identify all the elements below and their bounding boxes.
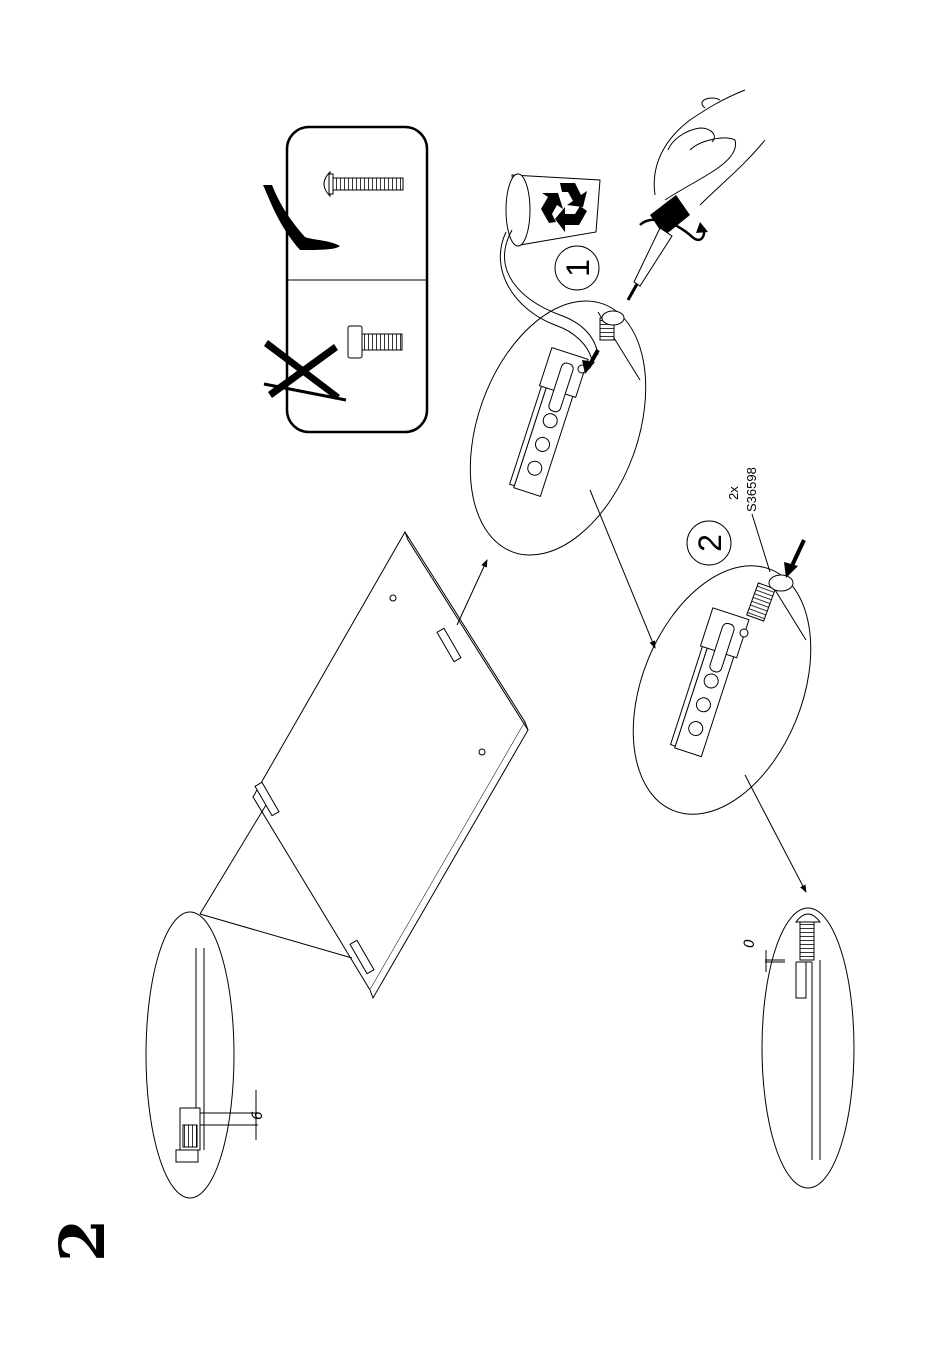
step-one-badge: 1 bbox=[555, 246, 599, 290]
screw-comparison-panel bbox=[263, 127, 427, 432]
step-two-label: 2 bbox=[692, 534, 728, 552]
screwdriver-icon bbox=[628, 195, 708, 300]
dimension-six-label: 6 bbox=[250, 1111, 266, 1120]
part-code-label: S36598 bbox=[744, 467, 759, 512]
detail-bubble-two bbox=[599, 539, 845, 840]
correct-screw bbox=[324, 172, 403, 196]
board-panel bbox=[253, 532, 528, 998]
detail-bubble-three: 0 bbox=[742, 908, 854, 1188]
step-one-label: 1 bbox=[560, 259, 596, 277]
page-step-number: 2 bbox=[46, 1219, 119, 1262]
detail-bubble-one bbox=[438, 277, 679, 580]
quantity-label: 2x bbox=[726, 486, 741, 500]
cross-mark-icon bbox=[264, 340, 346, 400]
hand-icon bbox=[654, 90, 765, 205]
wrong-screw bbox=[348, 326, 402, 358]
detail-screw-three bbox=[796, 914, 820, 960]
step-two-badge: 2 bbox=[687, 521, 731, 565]
detail-screw-one bbox=[582, 311, 624, 374]
detail-bubble-four: 6 bbox=[146, 912, 266, 1198]
dimension-zero-label: 0 bbox=[742, 939, 758, 948]
detail-screw-two bbox=[747, 540, 804, 621]
